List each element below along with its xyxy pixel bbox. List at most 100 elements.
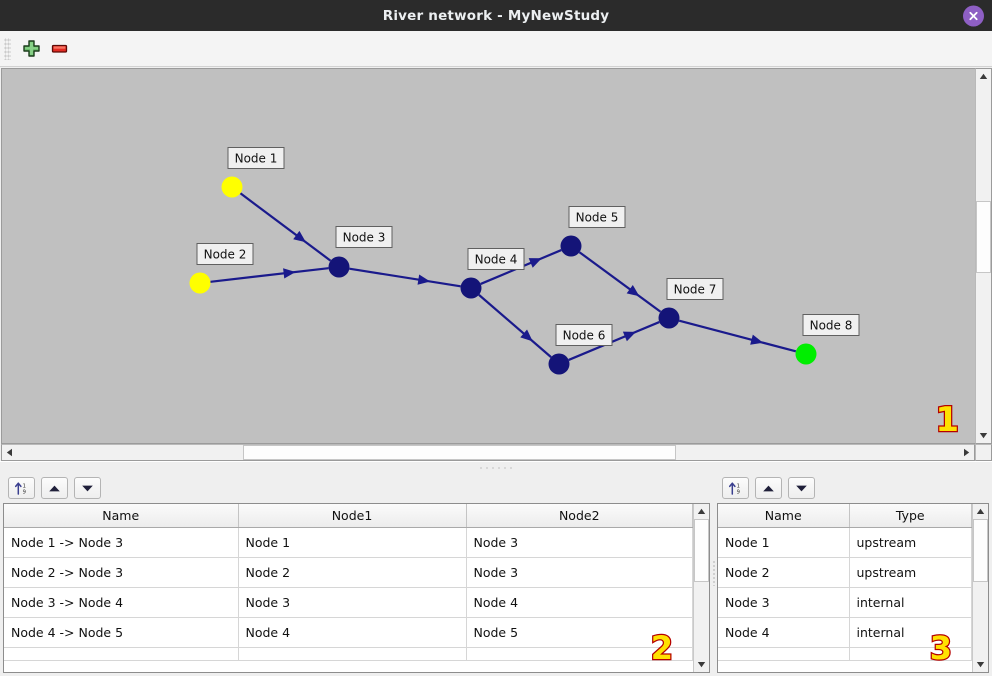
graph-node-node-7[interactable]: [658, 307, 680, 329]
scroll-down-button[interactable]: [976, 428, 991, 443]
graph-node-node-3[interactable]: [328, 256, 350, 278]
add-node-button[interactable]: [17, 36, 45, 62]
graph-edge[interactable]: [678, 319, 797, 353]
delete-node-button[interactable]: [45, 36, 73, 62]
reaches-sort-button[interactable]: 1 9: [8, 477, 35, 499]
graph-node-label[interactable]: Node 1: [227, 147, 285, 169]
scroll-up-button[interactable]: [694, 504, 709, 519]
table-cell[interactable]: Node 3 -> Node 4: [4, 587, 239, 618]
scroll-down-button[interactable]: [973, 657, 988, 672]
nodes-vertical-scrollbar[interactable]: [972, 504, 988, 672]
table-cell[interactable]: upstream: [849, 557, 972, 588]
graph-node-node-8[interactable]: [795, 343, 817, 365]
table-cell[interactable]: Node 1: [718, 527, 850, 558]
graph-node-label[interactable]: Node 2: [196, 243, 254, 265]
table-cell[interactable]: Node 4: [718, 617, 850, 648]
graph-node-node-2[interactable]: [189, 272, 211, 294]
table-cell[interactable]: Node 3: [466, 557, 693, 588]
table-cell[interactable]: Node 4 -> Node 5: [4, 617, 239, 648]
horizontal-splitter[interactable]: [0, 461, 992, 473]
table-cell[interactable]: Node 4: [238, 617, 467, 648]
reaches-column-header[interactable]: Node1: [238, 504, 467, 528]
close-button[interactable]: [963, 5, 984, 26]
splitter-grip-icon: [712, 560, 715, 586]
graph-hscroll-thumb[interactable]: [243, 445, 677, 460]
nodes-move-down-button[interactable]: [788, 477, 815, 499]
graph-edge[interactable]: [578, 251, 662, 313]
graph-node-label[interactable]: Node 8: [802, 314, 860, 336]
table-cell[interactable]: internal: [849, 617, 972, 648]
graph-node-node-4[interactable]: [460, 277, 482, 299]
table-row-partial[interactable]: [4, 647, 693, 661]
graph-edge[interactable]: [210, 267, 329, 283]
graph-edge[interactable]: [239, 192, 332, 262]
table-cell[interactable]: upstream: [849, 527, 972, 558]
graph-horizontal-scrollbar[interactable]: [1, 444, 975, 461]
table-cell[interactable]: [238, 647, 467, 661]
graph-node-node-6[interactable]: [548, 353, 570, 375]
graph-node-node-5[interactable]: [560, 235, 582, 257]
table-cell[interactable]: Node 3: [466, 527, 693, 558]
scroll-up-button[interactable]: [976, 69, 991, 84]
reaches-vscroll-track[interactable]: [694, 519, 709, 657]
table-cell[interactable]: Node 1: [238, 527, 467, 558]
edge-line: [578, 251, 662, 313]
nodes-column-header[interactable]: Name: [718, 504, 850, 528]
reaches-column-header[interactable]: Name: [4, 504, 239, 528]
graph-vscroll-track[interactable]: [976, 84, 991, 428]
reaches-vscroll-thumb[interactable]: [694, 519, 709, 583]
table-row-partial[interactable]: [718, 647, 972, 661]
nodes-vscroll-thumb[interactable]: [973, 519, 988, 583]
scroll-up-button[interactable]: [973, 504, 988, 519]
vertical-splitter[interactable]: [710, 473, 717, 673]
node-label-text: Node 2: [204, 248, 247, 262]
graph-edge[interactable]: [568, 321, 660, 361]
table-cell[interactable]: internal: [849, 587, 972, 618]
graph-node-label[interactable]: Node 7: [666, 278, 724, 300]
table-cell[interactable]: Node 4: [466, 587, 693, 618]
table-cell[interactable]: Node 2: [238, 557, 467, 588]
table-cell[interactable]: [718, 647, 850, 661]
table-cell[interactable]: [466, 647, 693, 661]
table-cell[interactable]: Node 3: [718, 587, 850, 618]
graph-node-node-1[interactable]: [221, 176, 243, 198]
table-cell[interactable]: Node 2: [718, 557, 850, 588]
graph-node-label[interactable]: Node 6: [555, 324, 613, 346]
scroll-down-button[interactable]: [694, 657, 709, 672]
graph-hscroll-track[interactable]: [17, 445, 959, 460]
table-cell[interactable]: Node 3: [238, 587, 467, 618]
scroll-left-button[interactable]: [2, 445, 17, 460]
reaches-column-header[interactable]: Node2: [466, 504, 693, 528]
nodes-column-header[interactable]: Type: [849, 504, 972, 528]
graph-vertical-scrollbar[interactable]: [975, 68, 992, 444]
table-cell[interactable]: Node 5: [466, 617, 693, 648]
table-cell[interactable]: [4, 647, 239, 661]
graph-edge[interactable]: [478, 294, 552, 358]
graph-vscroll-thumb[interactable]: [976, 200, 991, 274]
table-cell[interactable]: Node 1 -> Node 3: [4, 527, 239, 558]
graph-node-label[interactable]: Node 4: [467, 248, 525, 270]
graph-node-label[interactable]: Node 3: [335, 226, 393, 248]
nodes-vscroll-track[interactable]: [973, 519, 988, 657]
scroll-right-button[interactable]: [959, 445, 974, 460]
reaches-move-up-button[interactable]: [41, 477, 68, 499]
table-cell[interactable]: [849, 647, 972, 661]
network-canvas[interactable]: Node 1 Node 2 Node 3 Node 4 Node 5 Node 6 Node…: [1, 68, 975, 444]
reaches-move-down-button[interactable]: [74, 477, 101, 499]
nodes-sort-button[interactable]: 1 9: [722, 477, 749, 499]
toolbar-drag-handle[interactable]: [4, 37, 11, 60]
nodes-move-up-button[interactable]: [755, 477, 782, 499]
table-cell[interactable]: Node 2 -> Node 3: [4, 557, 239, 588]
graph-edge[interactable]: [349, 267, 461, 288]
graph-node-label[interactable]: Node 5: [568, 206, 626, 228]
reaches-vertical-scrollbar[interactable]: [693, 504, 709, 672]
